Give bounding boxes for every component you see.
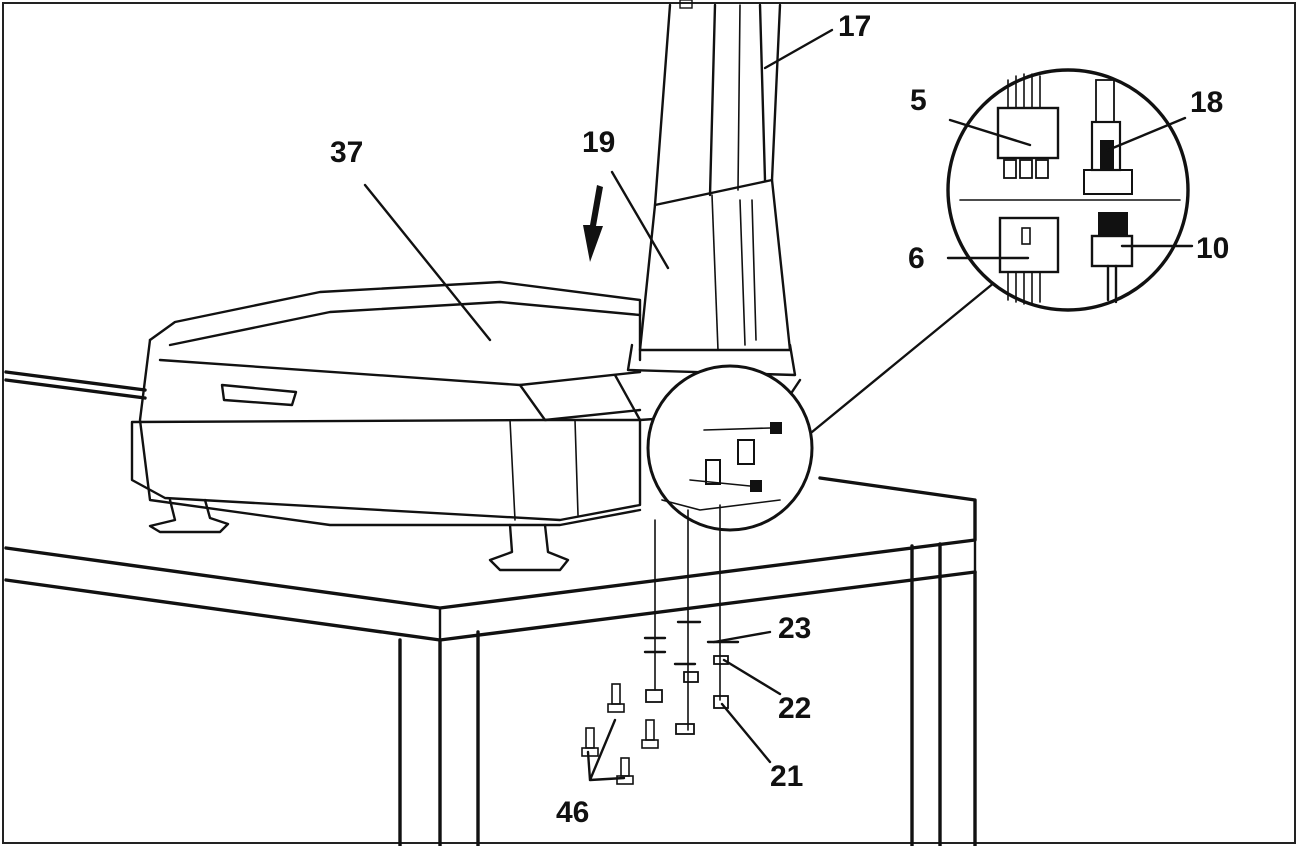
callout-22: 22 bbox=[778, 692, 811, 725]
callout-23: 23 bbox=[778, 612, 811, 645]
callout-5: 5 bbox=[910, 84, 927, 117]
callout-21: 21 bbox=[770, 760, 803, 793]
fastener-stack bbox=[643, 504, 740, 735]
workbench-table bbox=[4, 370, 977, 846]
vertical-column bbox=[583, 0, 802, 422]
leader-lines bbox=[363, 28, 1194, 782]
callout-10: 10 bbox=[1196, 232, 1229, 265]
detail-leader-line bbox=[810, 280, 997, 434]
connector-area-circle bbox=[646, 364, 814, 532]
callout-19: 19 bbox=[582, 126, 615, 159]
callout-17: 17 bbox=[838, 10, 871, 43]
callout-6: 6 bbox=[908, 242, 925, 275]
magnified-connector-detail bbox=[946, 68, 1190, 312]
direction-arrow-icon bbox=[583, 185, 603, 262]
callout-18: 18 bbox=[1190, 86, 1223, 119]
callout-46: 46 bbox=[556, 796, 589, 829]
screws-46 bbox=[581, 683, 659, 785]
callout-37: 37 bbox=[330, 136, 363, 169]
machine-base bbox=[130, 280, 642, 572]
